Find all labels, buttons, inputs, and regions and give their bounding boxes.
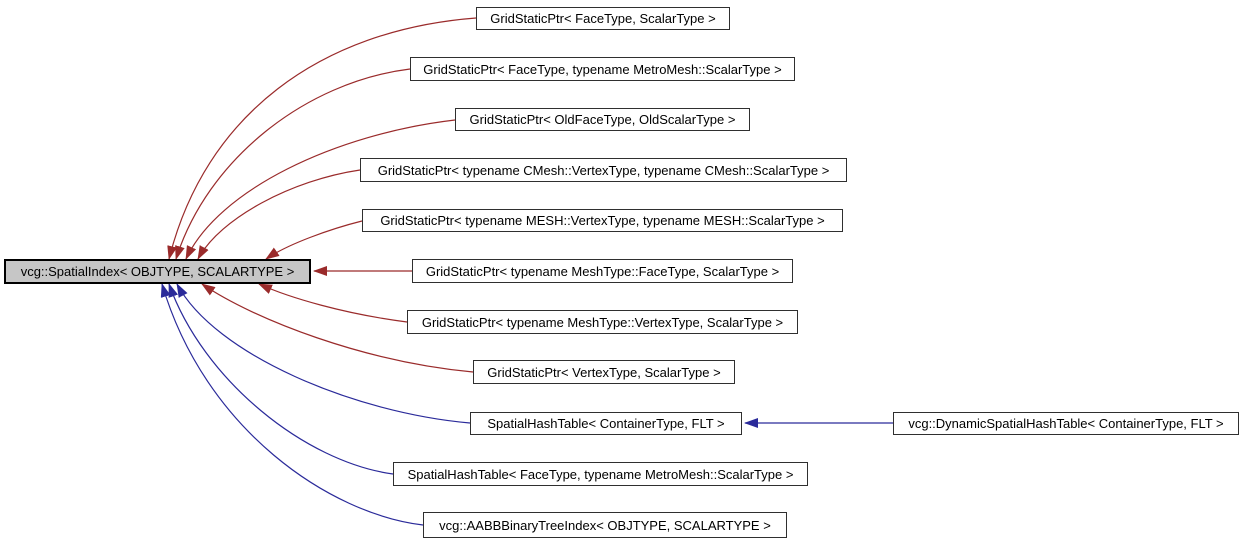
class-node-spatialhashtable-facetype[interactable]: SpatialHashTable< FaceType, typename Met… xyxy=(393,462,808,486)
edge-aabbbinarytreeindex xyxy=(160,283,424,526)
class-node-spatialhashtable-containertype[interactable]: SpatialHashTable< ContainerType, FLT > xyxy=(470,412,742,435)
class-node-gridstaticptr-facetype[interactable]: GridStaticPtr< FaceType, ScalarType > xyxy=(476,7,730,30)
class-node-dynamicspatialhashtable[interactable]: vcg::DynamicSpatialHashTable< ContainerT… xyxy=(893,412,1239,435)
edge-gridstaticptr-vertextype xyxy=(201,283,474,373)
class-node-gridstaticptr-vertextype[interactable]: GridStaticPtr< VertexType, ScalarType > xyxy=(473,360,735,384)
class-node-gridstaticptr-meshtype-vertextype[interactable]: GridStaticPtr< typename MeshType::Vertex… xyxy=(407,310,798,334)
edge-spatialhashtable-containertype xyxy=(176,283,471,424)
edge-gridstaticptr-cmesh-vertextype xyxy=(197,169,361,260)
edge-gridstaticptr-mesh-vertextype xyxy=(265,220,363,260)
class-node-aabbbinarytreeindex[interactable]: vcg::AABBBinaryTreeIndex< OBJTYPE, SCALA… xyxy=(423,512,787,538)
edge-gridstaticptr-oldfacetype xyxy=(185,119,456,260)
class-node-gridstaticptr-mesh-vertextype[interactable]: GridStaticPtr< typename MESH::VertexType… xyxy=(362,209,843,232)
edge-gridstaticptr-facetype xyxy=(167,17,477,260)
class-node-gridstaticptr-oldfacetype[interactable]: GridStaticPtr< OldFaceType, OldScalarTyp… xyxy=(455,108,750,131)
class-node-gridstaticptr-facetype-metromesh[interactable]: GridStaticPtr< FaceType, typename MetroM… xyxy=(410,57,795,81)
edge-gridstaticptr-meshtype-vertextype xyxy=(258,283,408,323)
class-node-gridstaticptr-meshtype-facetype[interactable]: GridStaticPtr< typename MeshType::FaceTy… xyxy=(412,259,793,283)
edge-spatialhashtable-facetype xyxy=(168,283,394,475)
class-node-gridstaticptr-cmesh-vertextype[interactable]: GridStaticPtr< typename CMesh::VertexTyp… xyxy=(360,158,847,182)
edge-gridstaticptr-facetype-metromesh xyxy=(175,68,411,260)
base-class-node: vcg::SpatialIndex< OBJTYPE, SCALARTYPE > xyxy=(4,259,311,284)
